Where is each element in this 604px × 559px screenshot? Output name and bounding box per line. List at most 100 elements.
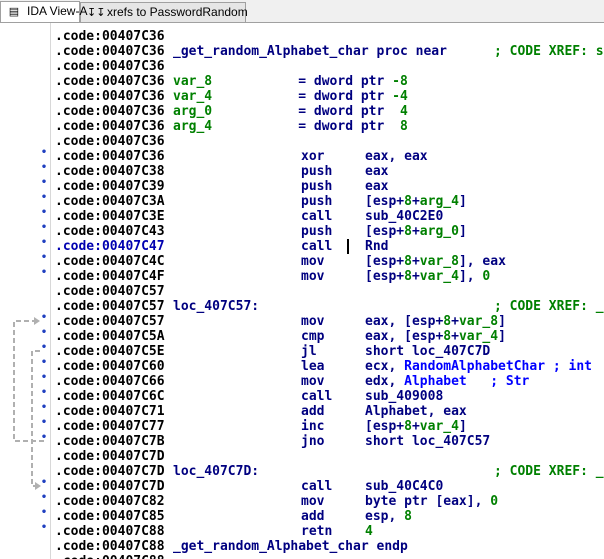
code-line[interactable]: .code:00407C36 bbox=[0, 59, 604, 74]
address[interactable]: .code:00407C3E bbox=[55, 209, 165, 224]
address[interactable]: .code:00407C88 bbox=[55, 524, 165, 539]
mnemonic[interactable]: xor bbox=[301, 149, 325, 164]
mnemonic[interactable]: push bbox=[301, 179, 333, 194]
operands[interactable]: eax, [esp+8+var_8] bbox=[365, 314, 506, 329]
mnemonic[interactable]: mov bbox=[301, 374, 325, 389]
operands[interactable]: edx, Alphabet ; Str bbox=[365, 374, 529, 389]
mnemonic[interactable]: mov bbox=[301, 494, 325, 509]
operands[interactable]: eax, eax bbox=[365, 149, 428, 164]
address[interactable]: .code:00407C66 bbox=[55, 374, 165, 389]
address[interactable]: .code:00407C36 bbox=[55, 119, 165, 134]
address[interactable]: .code:00407C7D bbox=[55, 449, 165, 464]
operands[interactable]: Rnd bbox=[365, 239, 388, 254]
tab-xrefs-to-passwordrandom[interactable]: ↧↧xrefs to PasswordRandom bbox=[80, 2, 248, 22]
code-line[interactable]: .code:00407C88 bbox=[0, 554, 604, 559]
address[interactable]: .code:00407C47 bbox=[55, 239, 165, 254]
mnemonic[interactable]: jl bbox=[301, 344, 317, 359]
address[interactable]: .code:00407C57 bbox=[55, 284, 165, 299]
address[interactable]: .code:00407C60 bbox=[55, 359, 165, 374]
label[interactable]: _get_random_Alphabet_char proc near bbox=[173, 44, 447, 59]
xref-comment[interactable]: ; CODE XREF: _ bbox=[494, 464, 604, 479]
operands[interactable]: Alphabet, eax bbox=[365, 404, 467, 419]
operands[interactable]: sub_40C4C0 bbox=[365, 479, 443, 494]
label[interactable]: arg_0 = dword ptr 4 bbox=[173, 104, 408, 119]
address[interactable]: .code:00407C39 bbox=[55, 179, 165, 194]
mnemonic[interactable]: call bbox=[301, 239, 333, 254]
address[interactable]: .code:00407C7B bbox=[55, 434, 165, 449]
code-line[interactable]: .code:00407C36 arg_4 = dword ptr 8 bbox=[0, 119, 604, 134]
disassembly-view[interactable]: .code:00407C36.code:00407C36_get_random_… bbox=[0, 23, 604, 559]
address[interactable]: .code:00407C36 bbox=[55, 44, 165, 59]
address[interactable]: .code:00407C88 bbox=[55, 539, 165, 554]
mnemonic[interactable]: mov bbox=[301, 314, 325, 329]
code-line[interactable]: .code:00407C88_get_random_Alphabet_char … bbox=[0, 539, 604, 554]
address[interactable]: .code:00407C4C bbox=[55, 254, 165, 269]
address[interactable]: .code:00407C77 bbox=[55, 419, 165, 434]
address[interactable]: .code:00407C71 bbox=[55, 404, 165, 419]
address[interactable]: .code:00407C38 bbox=[55, 164, 165, 179]
address[interactable]: .code:00407C36 bbox=[55, 74, 165, 89]
mnemonic[interactable]: retn bbox=[301, 524, 333, 539]
operands[interactable]: eax, [esp+8+var_4] bbox=[365, 329, 506, 344]
label[interactable]: arg_4 = dword ptr 8 bbox=[173, 119, 408, 134]
operands[interactable]: eax bbox=[365, 164, 388, 179]
address[interactable]: .code:00407C36 bbox=[55, 134, 165, 149]
mnemonic[interactable]: mov bbox=[301, 254, 325, 269]
operands[interactable]: [esp+8+arg_0] bbox=[365, 224, 467, 239]
operands[interactable]: [esp+8+var_4], 0 bbox=[365, 269, 490, 284]
mnemonic[interactable]: add bbox=[301, 404, 325, 419]
xref-comment[interactable]: ; CODE XREF: s bbox=[494, 44, 604, 59]
address[interactable]: .code:00407C4F bbox=[55, 269, 165, 284]
operands[interactable]: sub_40C2E0 bbox=[365, 209, 443, 224]
address[interactable]: .code:00407C5E bbox=[55, 344, 165, 359]
operands[interactable]: short loc_407C57 bbox=[365, 434, 490, 449]
address[interactable]: .code:00407C57 bbox=[55, 299, 165, 314]
operands[interactable]: [esp+8+var_8], eax bbox=[365, 254, 506, 269]
code-line[interactable]: .code:00407C7D bbox=[0, 449, 604, 464]
operands[interactable]: short loc_407C7D bbox=[365, 344, 490, 359]
mnemonic[interactable]: cmp bbox=[301, 329, 325, 344]
address[interactable]: .code:00407C6C bbox=[55, 389, 165, 404]
mnemonic[interactable]: push bbox=[301, 224, 333, 239]
operands[interactable]: [esp+8+var_4] bbox=[365, 419, 467, 434]
address[interactable]: .code:00407C57 bbox=[55, 314, 165, 329]
mnemonic[interactable]: lea bbox=[301, 359, 325, 374]
address[interactable]: .code:00407C36 bbox=[55, 59, 165, 74]
label[interactable]: var_8 = dword ptr -8 bbox=[173, 74, 408, 89]
address[interactable]: .code:00407C85 bbox=[55, 509, 165, 524]
mnemonic[interactable]: push bbox=[301, 164, 333, 179]
mnemonic[interactable]: call bbox=[301, 389, 333, 404]
operands[interactable]: esp, 8 bbox=[365, 509, 412, 524]
code-line[interactable]: .code:00407C36 bbox=[0, 134, 604, 149]
mnemonic[interactable]: call bbox=[301, 479, 333, 494]
operands[interactable]: eax bbox=[365, 179, 388, 194]
xref-comment[interactable]: ; CODE XREF: _ bbox=[494, 299, 604, 314]
label[interactable]: loc_407C57: bbox=[173, 299, 259, 314]
mnemonic[interactable]: add bbox=[301, 509, 325, 524]
operands[interactable]: [esp+8+arg_4] bbox=[365, 194, 467, 209]
operands[interactable]: 4 bbox=[365, 524, 373, 539]
operands[interactable]: sub_409008 bbox=[365, 389, 443, 404]
address[interactable]: .code:00407C7D bbox=[55, 464, 165, 479]
